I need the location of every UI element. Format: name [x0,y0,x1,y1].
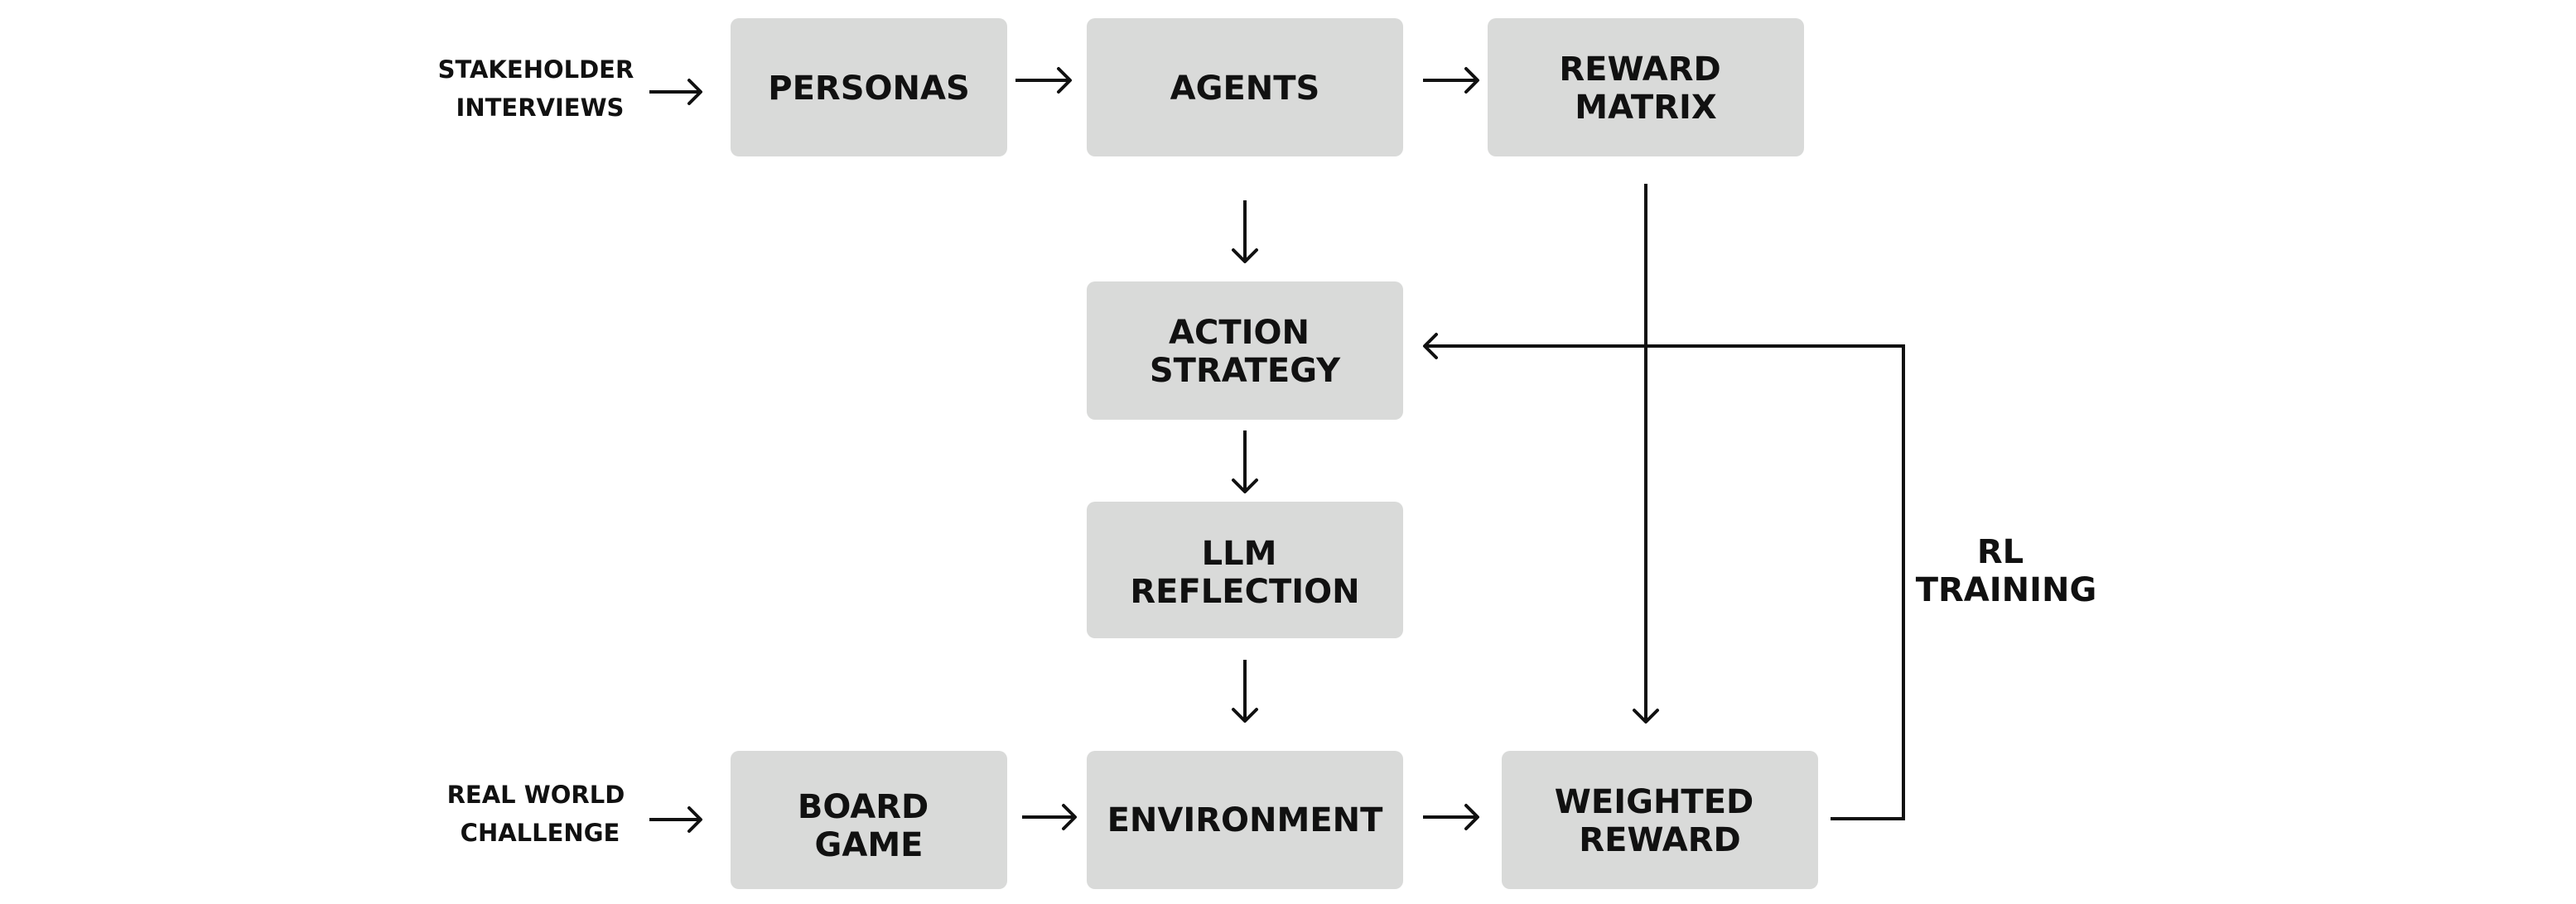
box-weighted-reward-line1: WEIGHTED [1555,783,1754,821]
box-weighted-reward: WEIGHTED REWARD [1502,751,1818,889]
label-rl-training: RL TRAINING [1916,533,2097,609]
arrow-agents-to-action-strategy [1232,200,1258,263]
box-action-strategy-line1: ACTION [1169,314,1310,352]
box-reward-matrix-line1: REWARD [1559,50,1720,89]
input-stakeholder-interviews: STAKEHOLDER INTERVIEWS [438,55,643,122]
label-rl-training-line1: RL [1977,533,2024,571]
arrow-agents-to-reward-matrix [1423,67,1479,94]
input-real-world-challenge: REAL WORLD CHALLENGE [447,781,634,847]
svg-text:ENVIRONMENT: ENVIRONMENT [1107,801,1384,839]
svg-text:LLM REFLECTION: LLM REFLECTION [1130,535,1359,611]
input-real-world-challenge-line1: REAL WORLD [447,781,625,809]
box-board-game-line1: BOARD [798,788,929,826]
arrow-action-strategy-to-llm-reflection [1232,430,1258,493]
label-rl-training-line2: TRAINING [1916,571,2097,609]
svg-text:ACTION STRATEGY: ACTION STRATEGY [1150,314,1341,390]
arrow-personas-to-agents [1015,67,1072,94]
box-llm-reflection-line1: LLM [1202,535,1277,573]
box-reward-matrix: REWARD MATRIX [1488,18,1804,156]
box-personas: PERSONAS [731,18,1007,156]
arrow-llm-reflection-to-environment [1232,660,1258,723]
box-personas-label: PERSONAS [768,70,970,108]
svg-text:AGENTS: AGENTS [1170,70,1320,108]
svg-text:BOARD GAME: BOARD GAME [798,788,940,864]
box-llm-reflection-line2: REFLECTION [1130,573,1359,611]
box-weighted-reward-line2: REWARD [1579,821,1740,859]
box-agents: AGENTS [1087,18,1403,156]
svg-text:PERSONAS: PERSONAS [768,70,970,108]
arrow-reward-matrix-to-weighted-reward [1633,184,1659,724]
arrow-interviews-to-personas [649,79,702,105]
arrow-rl-training-feedback [1423,333,1905,820]
arrow-challenge-to-board-game [649,806,702,833]
box-board-game-line2: GAME [815,826,924,864]
input-real-world-challenge-line2: CHALLENGE [461,819,620,847]
svg-text:WEIGHTED REWARD: WEIGHTED REWARD [1555,783,1765,859]
box-board-game: BOARD GAME [731,751,1007,889]
input-stakeholder-interviews-line2: INTERVIEWS [456,94,625,122]
arrow-environment-to-weighted-reward [1423,804,1479,830]
box-action-strategy: ACTION STRATEGY [1087,281,1403,420]
box-agents-label: AGENTS [1170,70,1320,108]
box-action-strategy-line2: STRATEGY [1150,352,1341,390]
input-stakeholder-interviews-line1: STAKEHOLDER [438,55,634,84]
arrow-board-game-to-environment [1022,804,1077,830]
svg-text:REWARD MATRIX: REWARD MATRIX [1559,50,1732,127]
box-llm-reflection: LLM REFLECTION [1087,502,1403,638]
box-environment: ENVIRONMENT [1087,751,1403,889]
box-environment-label: ENVIRONMENT [1107,801,1384,839]
box-reward-matrix-line2: MATRIX [1575,89,1717,127]
